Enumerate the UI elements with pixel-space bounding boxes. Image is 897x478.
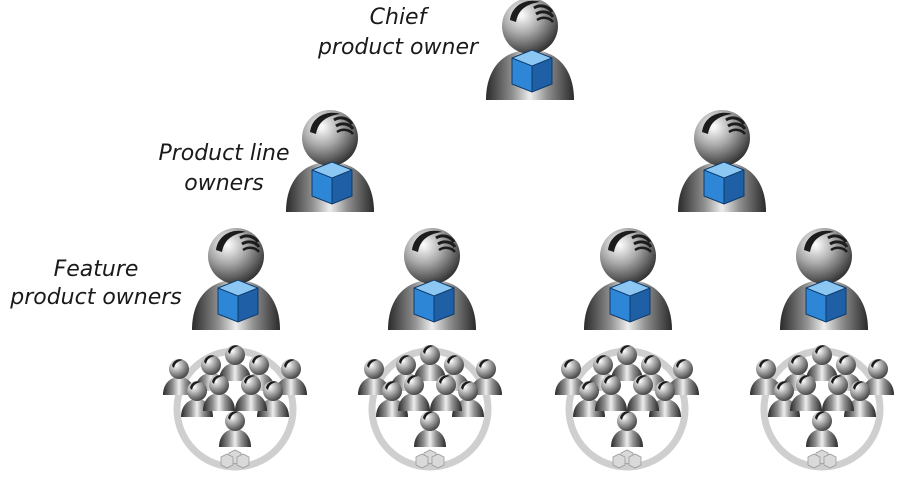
line-owners-label-line1: Product line [158, 141, 289, 166]
team-group-icon-2 [358, 345, 502, 468]
feature-product-owner-icon-2 [386, 226, 478, 332]
feature-product-owner-icon-4 [778, 226, 870, 332]
feature-product-owner-icon-3 [582, 226, 674, 332]
product-line-owner-icon-2 [676, 108, 768, 214]
chief-product-owner-icon [484, 0, 576, 102]
team-group-icon-3 [555, 345, 699, 468]
team-group-icon-4 [750, 345, 894, 468]
chief-product-owner-label: Chief product owner [317, 5, 480, 60]
product-line-owner-icon-1 [284, 108, 376, 214]
product-line-owners-label: Product line owners [158, 141, 289, 196]
line-owners-label-line2: owners [184, 171, 263, 196]
feature-product-owners-label: Feature product owners [9, 257, 182, 310]
chief-label-line1: Chief [370, 5, 430, 30]
feature-label-line1: Feature [54, 257, 139, 282]
chief-label-line2: product owner [317, 35, 480, 60]
feature-product-owner-icon-1 [190, 226, 282, 332]
feature-label-line2: product owners [9, 285, 182, 310]
team-group-icon-1 [163, 345, 307, 468]
